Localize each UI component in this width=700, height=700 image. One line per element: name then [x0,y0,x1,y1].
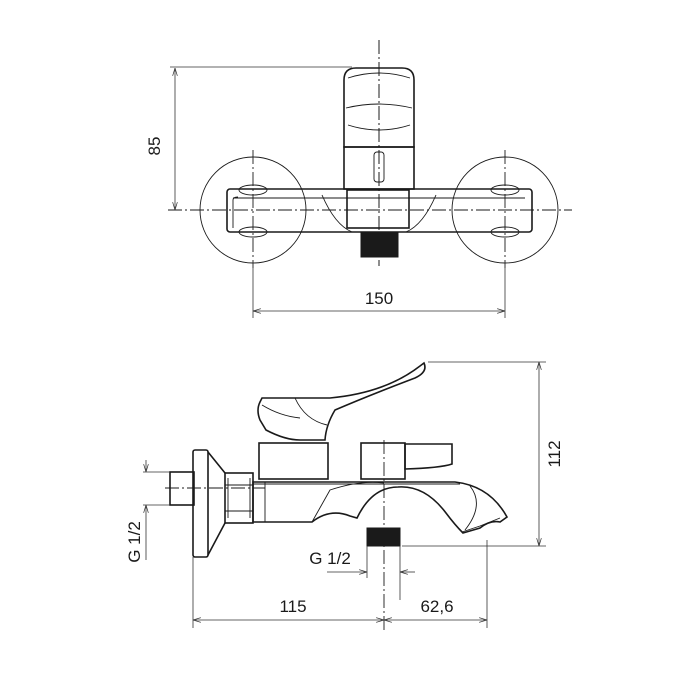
spout-body [252,481,509,534]
right-nut-bottom [490,226,520,238]
dimension-outlet-g-half: G 1/2 [309,549,351,568]
dimension-150: 150 [365,289,393,308]
flange-cone [207,451,226,556]
outlet-thread [366,527,401,547]
mixer-body [226,188,533,233]
side-view: 112 G 1/2 G 1/2 115 62,6 [125,361,564,630]
dimension-62-6: 62,6 [420,597,453,616]
left-nut-bottom [238,226,268,238]
nut-facets [225,478,253,518]
lever-handle [257,361,426,441]
dimension-85: 85 [145,137,164,156]
spout-contours [253,481,501,533]
inlet-stub [169,471,195,506]
cartridge-housing [258,442,329,480]
dimension-inlet-g-half: G 1/2 [125,521,144,563]
center-block [346,189,410,229]
body-transition [321,194,437,233]
dimension-112: 112 [545,440,564,467]
diverter-knob [404,443,453,470]
diverter-body [360,442,406,480]
dimension-115: 115 [279,597,306,616]
lever-knob [343,67,415,148]
lever-contours [261,397,328,426]
right-nut-top [490,184,520,196]
wall-flange [192,449,209,558]
union-nut [224,472,254,524]
top-view: 85 150 [145,40,572,318]
outlet-thread [360,232,399,258]
left-nut-top [238,184,268,196]
